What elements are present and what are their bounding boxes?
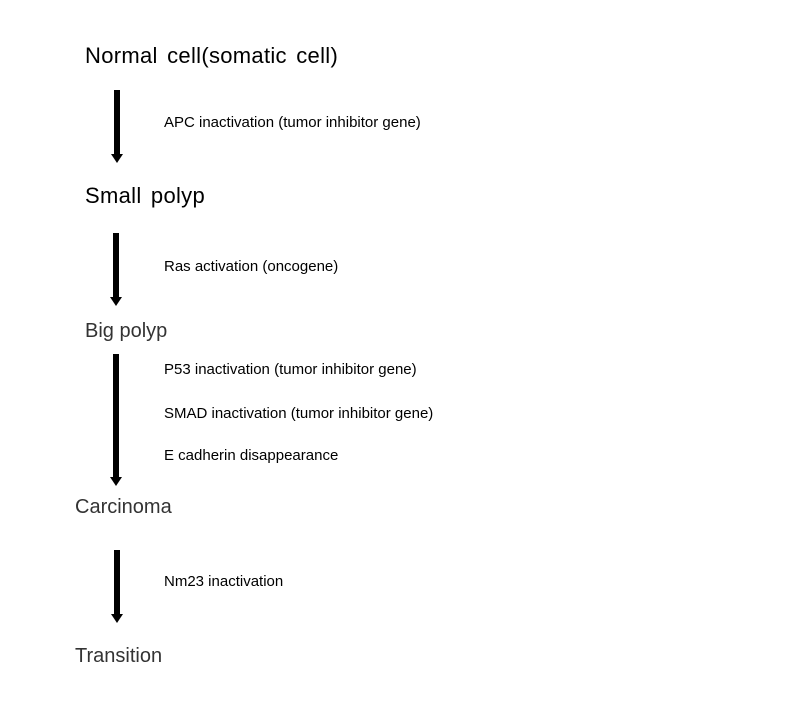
stage-normal-cell: Normal cell(somatic cell) — [85, 43, 339, 68]
arrow-down-icon — [110, 354, 122, 486]
arrow-down-icon — [111, 550, 123, 623]
event-nm23-inactivation: Nm23 inactivation — [164, 573, 284, 590]
event-smad-inactivation: SMAD inactivation (tumor inhibitor gene) — [164, 405, 434, 422]
event-ras-activation: Ras activation (oncogene) — [164, 258, 339, 275]
arrow-down-icon — [111, 90, 123, 163]
event-apc-inactivation: APC inactivation (tumor inhibitor gene) — [164, 114, 421, 131]
stage-carcinoma: Carcinoma — [75, 496, 172, 518]
event-p53-inactivation: P53 inactivation (tumor inhibitor gene) — [164, 361, 417, 378]
stage-small-polyp: Small polyp — [85, 183, 206, 208]
stage-big-polyp: Big polyp — [85, 320, 168, 342]
arrow-down-icon — [110, 233, 122, 306]
stage-transition: Transition — [75, 645, 163, 667]
event-e-cadherin-disappearance: E cadherin disappearance — [164, 447, 339, 464]
